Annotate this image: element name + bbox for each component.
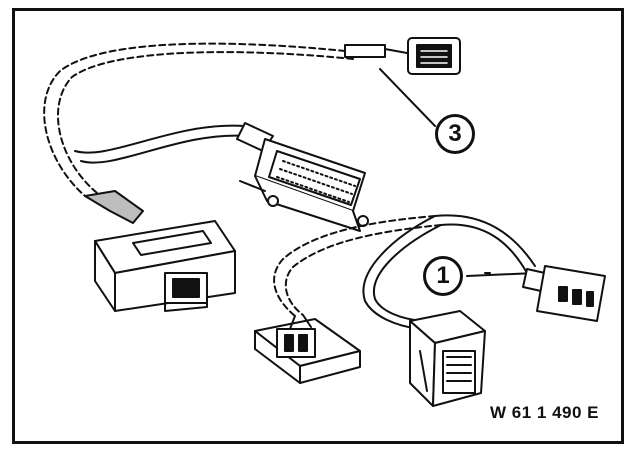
cable-diagram [43, 37, 606, 407]
callout-3-number: 3 [448, 120, 462, 147]
callout-3: 3 [435, 114, 475, 154]
connector-large [409, 310, 486, 407]
callout-1-number: 1 [436, 262, 450, 289]
connector-inline-right [522, 265, 606, 322]
connector-small-plug [344, 37, 461, 75]
cable-1 [273, 214, 536, 330]
connector-flat-socket [254, 314, 361, 384]
connector-dsub [236, 122, 369, 232]
figure-code: W 61 1 490 E [489, 403, 599, 422]
breakout-box [84, 190, 236, 312]
callout-1: 1 [423, 256, 463, 296]
cable-3 [43, 42, 354, 197]
callout-1-leader [466, 272, 536, 277]
callout-3-leader [379, 68, 436, 127]
figure-frame: 3 1 W 61 1 490 E [12, 8, 624, 444]
